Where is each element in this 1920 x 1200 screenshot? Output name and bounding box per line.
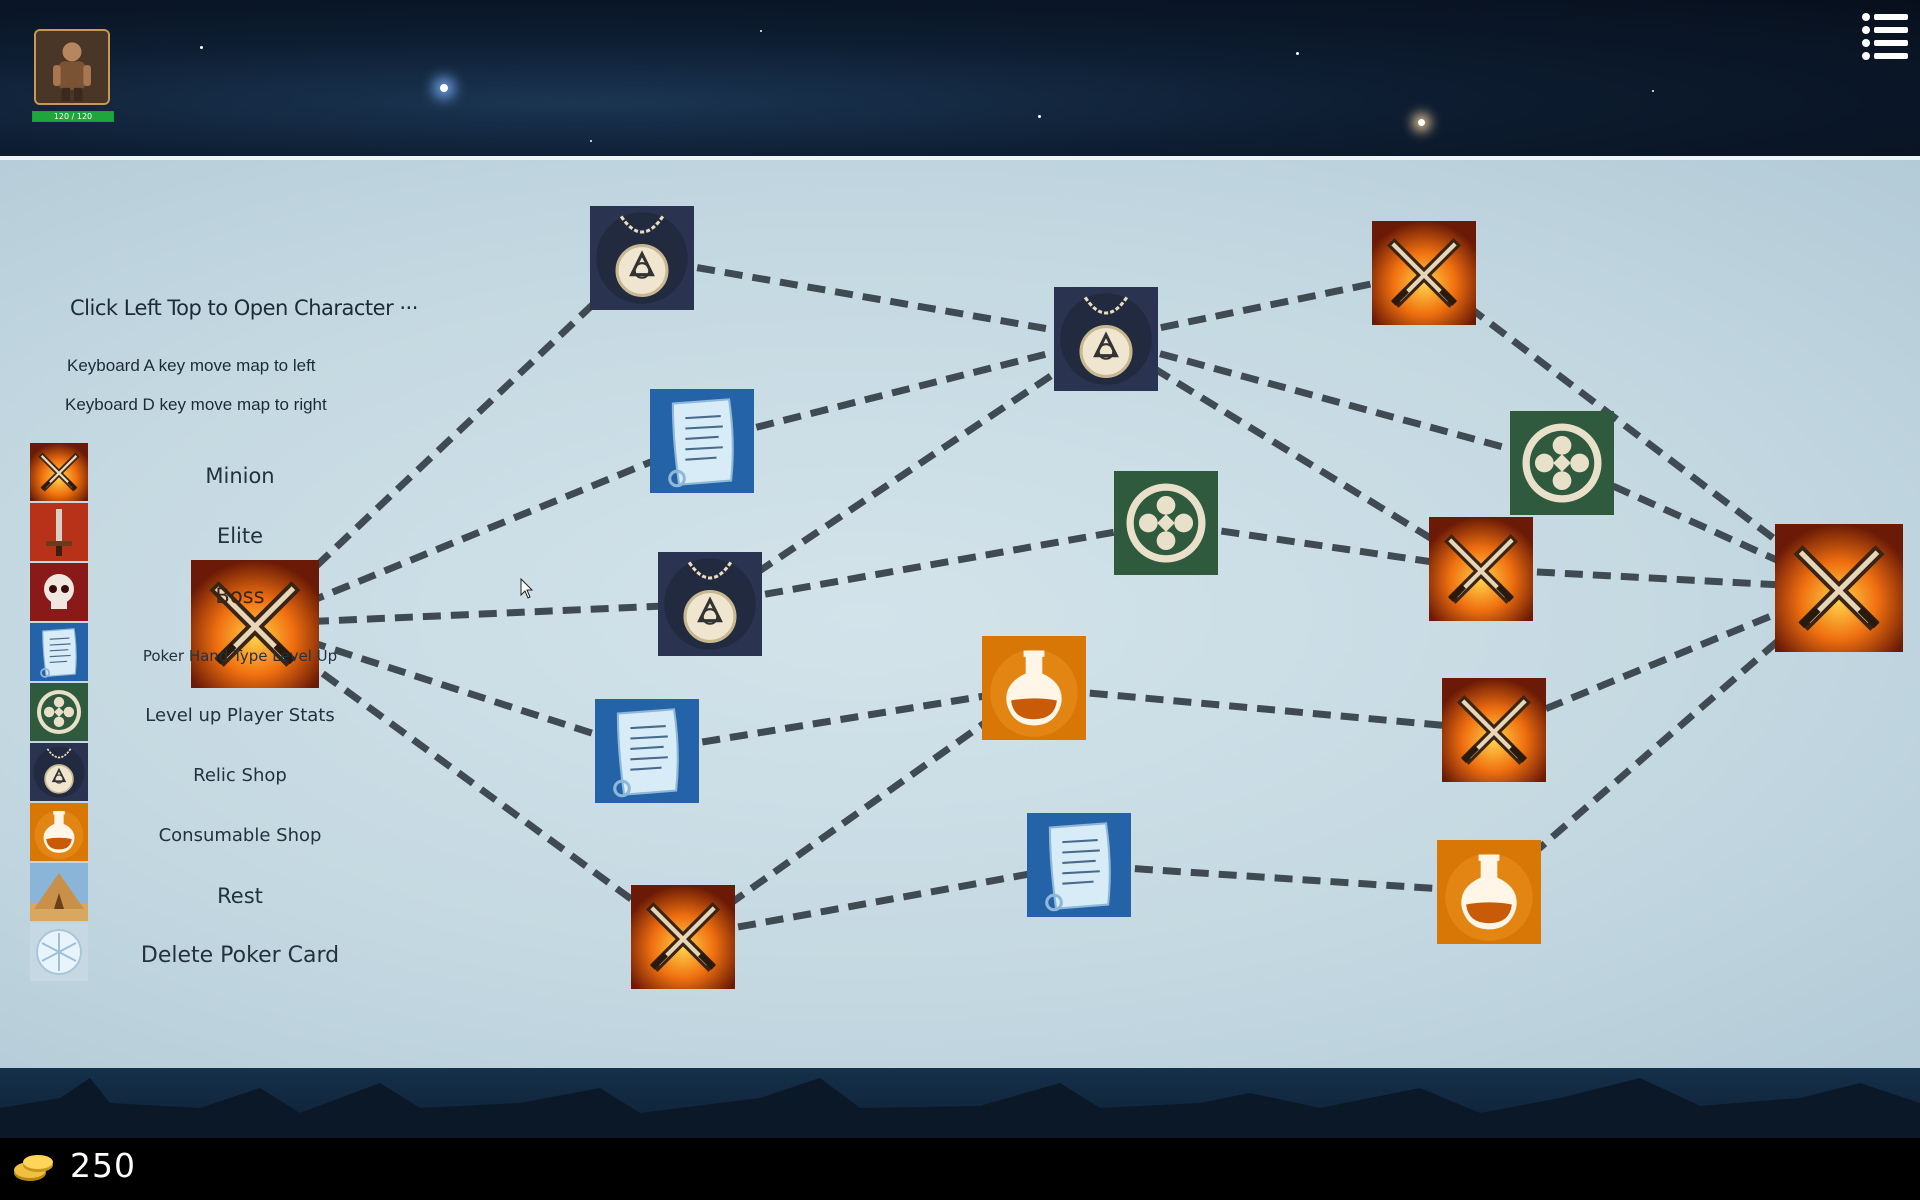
legend-label-minion: Minion — [205, 464, 275, 488]
sword-icon — [30, 503, 88, 561]
mouse-cursor-icon — [520, 578, 534, 599]
clover-icon — [1510, 411, 1614, 515]
bottom-bar — [0, 1138, 1920, 1200]
map-path-segment — [1486, 585, 1842, 895]
potion-icon — [982, 636, 1086, 740]
amulet-icon — [30, 743, 88, 801]
map-path-segment — [1104, 336, 1483, 572]
help-open-character: Click Left Top to Open Character ··· — [70, 296, 418, 320]
map-path-segment — [682, 861, 1080, 941]
snowflake-icon — [30, 923, 88, 981]
map-path-segment — [1480, 565, 1840, 592]
legend-label-consumable-shop: Consumable Shop — [158, 825, 322, 846]
amulet-icon — [590, 206, 694, 310]
legend-label-elite: Elite — [216, 524, 264, 548]
map-node-minion[interactable] — [1774, 524, 1904, 652]
gold-amount: 250 — [70, 1146, 136, 1185]
map-node-minion[interactable] — [1442, 678, 1546, 782]
menu-list-icon[interactable] — [1860, 11, 1910, 61]
map-path-segment — [1078, 861, 1490, 896]
scroll-icon — [30, 623, 88, 681]
legend-label-relic-shop: Relic Shop — [193, 765, 287, 786]
map-path-segment — [646, 684, 1035, 755]
map-parchment[interactable] — [0, 156, 1920, 1076]
potion-icon — [30, 803, 88, 861]
map-path-segment — [252, 621, 686, 940]
help-move-right: Keyboard D key move map to right — [65, 395, 327, 414]
map-node-minion[interactable] — [190, 560, 320, 688]
map-path-segment — [253, 620, 649, 755]
legend-label-delete-card: Delete Poker Card — [140, 943, 340, 968]
map-node-stats[interactable] — [1510, 411, 1614, 515]
forest-silhouette — [0, 1068, 1920, 1138]
map-path-segment — [1105, 335, 1563, 467]
map-path-segment — [254, 600, 711, 628]
map-node-stats[interactable] — [1114, 471, 1218, 575]
crossed-swords-icon — [1774, 524, 1904, 652]
map-node-scroll[interactable] — [1027, 813, 1131, 917]
map-node-scroll[interactable] — [650, 389, 754, 493]
map-node-consumable[interactable] — [982, 636, 1086, 740]
legend-label-poker-hand: Poker Hand Type Level Up — [142, 647, 338, 665]
map-path-segment — [252, 255, 645, 627]
map-path-segment — [1421, 270, 1842, 591]
amulet-icon — [1054, 287, 1158, 391]
crossed-swords-icon — [1442, 678, 1546, 782]
map-node-relic[interactable] — [590, 206, 694, 310]
crossed-swords-icon — [190, 560, 320, 688]
map-path-segment — [1165, 519, 1482, 573]
night-sky-background — [0, 0, 1920, 170]
map-node-minion[interactable] — [1372, 221, 1476, 325]
map-path-segment — [253, 437, 704, 628]
map-node-relic[interactable] — [658, 552, 762, 656]
map-path-segment — [709, 519, 1167, 608]
crossed-swords-icon — [1429, 517, 1533, 621]
clover-icon — [1114, 471, 1218, 575]
legend-label-boss: Boss — [215, 584, 265, 608]
map-node-relic[interactable] — [1054, 287, 1158, 391]
map-node-minion[interactable] — [1429, 517, 1533, 621]
map-path-segment — [680, 685, 1037, 940]
map-node-minion[interactable] — [631, 885, 735, 989]
scroll-icon — [595, 699, 699, 803]
map-node-consumable[interactable] — [1437, 840, 1541, 944]
scroll-icon — [1027, 813, 1131, 917]
crossed-swords-icon — [1372, 221, 1476, 325]
map-path-segment — [1033, 684, 1495, 734]
clover-icon — [30, 683, 88, 741]
coin-stack-icon — [14, 1155, 53, 1181]
help-move-left: Keyboard A key move map to left — [67, 356, 316, 375]
crossed-swords-icon — [631, 885, 735, 989]
amulet-icon — [658, 552, 762, 656]
map-path-segment — [701, 335, 1107, 445]
map-node-scroll[interactable] — [595, 699, 699, 803]
hp-bar: 120 / 120 — [32, 111, 114, 122]
skull-icon — [30, 563, 88, 621]
tent-icon — [30, 863, 88, 921]
scroll-icon — [650, 389, 754, 493]
legend-label-rest: Rest — [217, 884, 263, 908]
map-path-segment — [641, 254, 1107, 343]
map-path-segment — [708, 336, 1108, 607]
potion-icon — [1437, 840, 1541, 944]
character-portrait-button[interactable] — [34, 29, 110, 105]
crossed-swords-icon — [30, 443, 88, 501]
legend-label-stats: Level up Player Stats — [145, 705, 335, 726]
